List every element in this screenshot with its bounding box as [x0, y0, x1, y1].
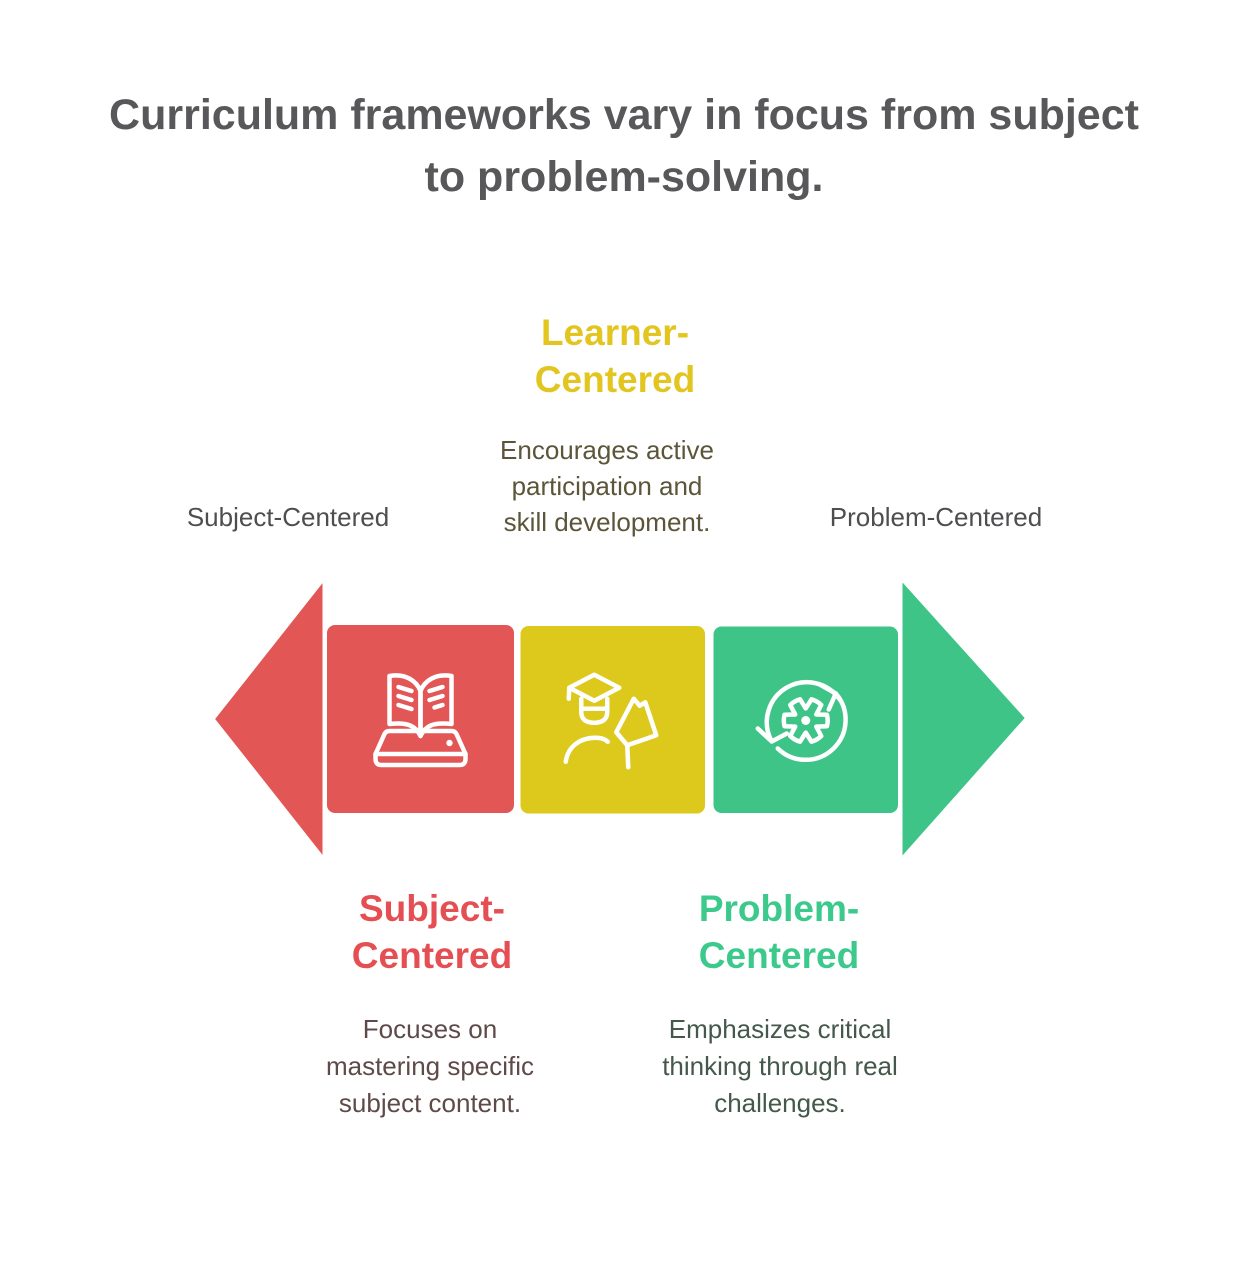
left-arrowhead	[209, 573, 328, 865]
learner-centered-description: Encourages active participation and skil…	[500, 435, 714, 537]
axis-label-problem-centered: Problem-Centered	[829, 502, 1043, 532]
page-title: Curriculum frameworks vary in focus from…	[109, 91, 1139, 201]
graduate-flag-icon	[563, 672, 659, 770]
learner-centered-box	[516, 622, 709, 818]
right-arrowhead	[897, 573, 1031, 865]
double-arrow-diagram	[209, 573, 1031, 865]
problem-centered-heading: Problem- Centered	[698, 888, 860, 976]
subject-centered-heading: Subject- Centered	[351, 888, 513, 976]
subject-centered-description: Focuses on mastering specific subject co…	[325, 1014, 535, 1118]
book-dot	[446, 739, 453, 747]
cycle-gear-icon	[755, 680, 848, 763]
axis-label-subject-centered: Subject-Centered	[186, 502, 390, 532]
problem-centered-description: Emphasizes critical thinking through rea…	[662, 1014, 898, 1118]
open-book-icon	[373, 673, 468, 768]
learner-centered-heading: Learner- Centered	[534, 312, 696, 400]
gear-center-dot	[801, 716, 811, 725]
